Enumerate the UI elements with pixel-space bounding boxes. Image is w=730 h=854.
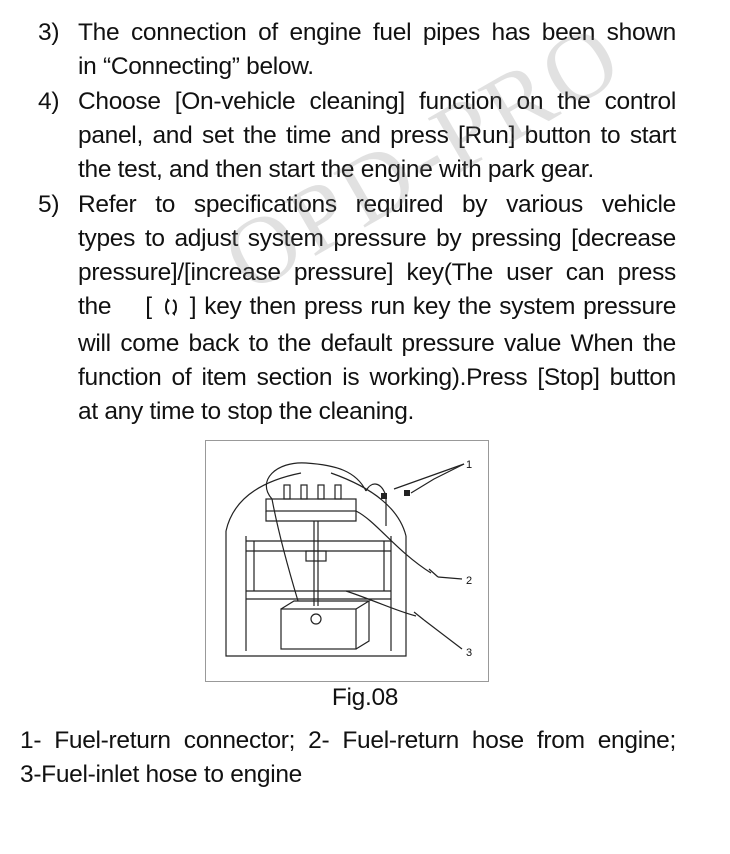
step-text-line: the test, and then start the engine with… xyxy=(78,156,594,183)
step-number: 4) xyxy=(38,88,60,115)
step-text-line: The connection of engine fuel pipes has … xyxy=(78,19,676,46)
step-4: 4) Choose [On-vehicle cleaning] function… xyxy=(38,85,676,187)
figure-caption: Fig.08 xyxy=(331,684,399,711)
step-5: 5) Refer to specifications required by v… xyxy=(38,188,676,429)
step-text-line: Refer to specifications required by vari… xyxy=(78,191,676,218)
fuel-pipe-figure: 1 2 3 xyxy=(205,440,489,682)
step-text-line: function of item section is working).Pre… xyxy=(78,364,676,391)
step-text-line: in “Connecting” below. xyxy=(78,53,314,80)
reset-arrows-icon xyxy=(162,293,180,327)
step-3: 3) The connection of engine fuel pipes h… xyxy=(38,16,676,84)
step-text-line: Choose [On-vehicle cleaning] function on… xyxy=(78,88,676,115)
step-text-line: pressure]/[increase pressure] key(The us… xyxy=(78,259,676,286)
key-line-before: the xyxy=(78,293,112,320)
callout-3: 3 xyxy=(466,647,472,659)
step-number: 3) xyxy=(38,19,60,46)
machine-illustration: 1 2 3 xyxy=(225,459,472,659)
step-text-line: will come back to the default pressure v… xyxy=(78,330,676,357)
callout-2: 2 xyxy=(466,575,472,587)
step-text-line: types to adjust system pressure by press… xyxy=(78,225,676,252)
key-bracket-close: ] xyxy=(189,293,197,320)
key-bracket-open: [ xyxy=(145,293,152,320)
callout-1: 1 xyxy=(466,459,472,471)
step-text-line: at any time to stop the cleaning. xyxy=(78,398,415,425)
legend-line-1: 1- Fuel-return connector; 2- Fuel-return… xyxy=(20,727,676,754)
legend-line-2: 3-Fuel-inlet hose to engine xyxy=(20,761,303,788)
step-number: 5) xyxy=(38,191,60,218)
step-text-line: panel, and set the time and press [Run] … xyxy=(78,122,676,149)
key-line: the [ ] key then press run key the syste… xyxy=(78,290,676,327)
key-line-after: key then press run key the system pressu… xyxy=(204,293,677,320)
